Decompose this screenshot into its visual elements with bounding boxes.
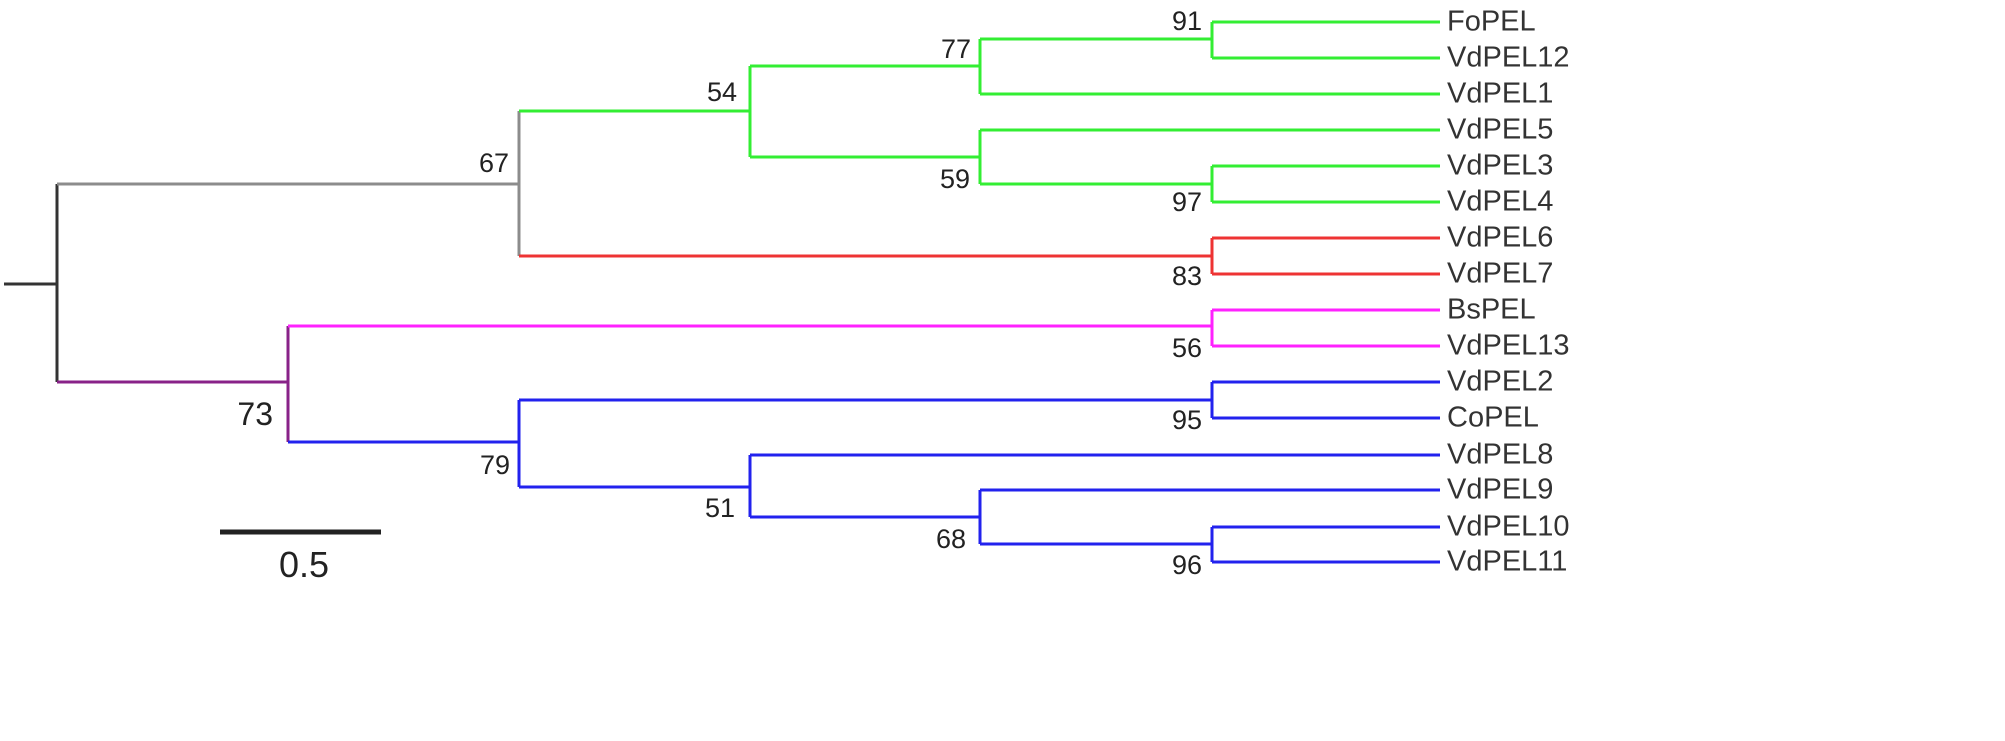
leaf-label: VdPEL5 xyxy=(1447,114,1553,146)
scale-bar-label: 0.5 xyxy=(279,544,329,585)
leaf-label: VdPEL9 xyxy=(1447,474,1553,506)
leaf-label: VdPEL13 xyxy=(1447,330,1570,362)
bootstrap-value: 77 xyxy=(941,34,971,64)
bootstrap-value: 83 xyxy=(1172,261,1202,291)
leaf-label: VdPEL8 xyxy=(1447,439,1553,471)
bootstrap-values: 91 77 54 67 59 97 83 56 73 95 79 51 68 96 xyxy=(237,6,1202,580)
leaf-label: VdPEL2 xyxy=(1447,366,1553,398)
bootstrap-value: 73 xyxy=(237,396,273,432)
leaf-label: VdPEL3 xyxy=(1447,150,1553,182)
bootstrap-value: 54 xyxy=(707,77,737,107)
scale-bar: 0.5 xyxy=(220,529,381,585)
bootstrap-value: 59 xyxy=(940,164,970,194)
bootstrap-value: 56 xyxy=(1172,333,1202,363)
bootstrap-value: 79 xyxy=(480,450,510,480)
tree-branches xyxy=(4,20,1440,564)
leaf-label: BsPEL xyxy=(1447,294,1536,326)
bootstrap-value: 51 xyxy=(705,493,735,523)
leaf-label: VdPEL10 xyxy=(1447,511,1570,543)
leaf-label: VdPEL11 xyxy=(1447,546,1567,578)
leaf-label: VdPEL12 xyxy=(1447,42,1570,74)
bootstrap-value: 67 xyxy=(479,148,509,178)
leaf-label: VdPEL4 xyxy=(1447,186,1553,218)
bootstrap-value: 68 xyxy=(936,524,966,554)
bootstrap-value: 91 xyxy=(1172,6,1202,36)
bootstrap-value: 95 xyxy=(1172,405,1202,435)
leaf-label: VdPEL6 xyxy=(1447,222,1553,254)
leaf-label: FoPEL xyxy=(1447,6,1536,38)
leaf-label: VdPEL1 xyxy=(1447,78,1553,110)
leaf-label: VdPEL7 xyxy=(1447,258,1553,290)
bootstrap-value: 97 xyxy=(1172,187,1202,217)
leaf-labels: FoPEL VdPEL12VdPEL1VdPEL5VdPEL3VdPEL4VdPE… xyxy=(1447,6,1570,578)
leaf-label: CoPEL xyxy=(1447,402,1539,434)
bootstrap-value: 96 xyxy=(1172,550,1202,580)
